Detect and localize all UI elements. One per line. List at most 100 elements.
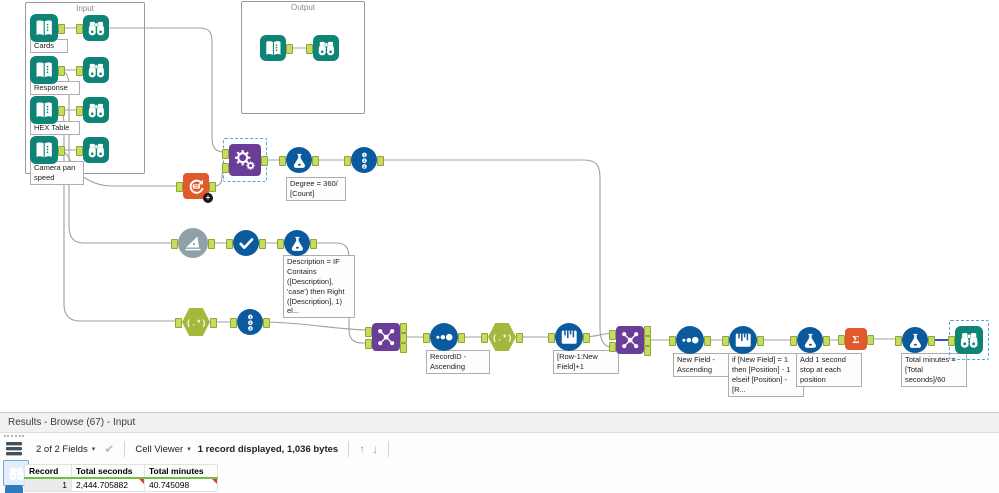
output-anchor[interactable]	[583, 333, 590, 343]
down-arrow-icon[interactable]: ↓	[372, 442, 379, 456]
connection-wire[interactable]	[56, 27, 228, 153]
annotation[interactable]: Add 1 second stop at each position	[796, 353, 862, 387]
output-anchor[interactable]	[209, 182, 216, 192]
multirow-2[interactable]	[722, 326, 764, 354]
annotation[interactable]: Degree = 360/ [Count]	[286, 177, 346, 201]
input-anchor[interactable]	[481, 333, 488, 343]
column-header-total-seconds[interactable]: Total seconds	[71, 464, 145, 479]
input-anchor[interactable]	[948, 336, 955, 346]
sort-2[interactable]	[669, 326, 711, 354]
input-camera-pan[interactable]	[30, 136, 65, 164]
browse-response[interactable]	[76, 57, 109, 83]
config-view-icon[interactable]	[5, 485, 23, 493]
column-header-total-minutes[interactable]: Total minutes	[144, 464, 218, 479]
output-anchor[interactable]	[208, 239, 215, 249]
output-anchor[interactable]	[58, 66, 65, 76]
output-anchor[interactable]	[644, 346, 651, 356]
output-anchor[interactable]	[286, 44, 293, 54]
input-anchor[interactable]	[548, 333, 555, 343]
output-browse[interactable]	[306, 35, 339, 61]
prep-tool[interactable]	[171, 228, 215, 258]
input-anchor[interactable]	[176, 182, 183, 192]
input-anchor[interactable]	[171, 239, 178, 249]
annotation[interactable]: Camera pan speed	[30, 161, 84, 185]
output-anchor[interactable]	[58, 106, 65, 116]
formula-total-minutes[interactable]	[895, 327, 935, 353]
input-anchor[interactable]	[609, 330, 616, 340]
input-anchor[interactable]	[76, 24, 83, 34]
annotation[interactable]: HEX Table	[30, 121, 80, 135]
input-anchor[interactable]	[423, 333, 430, 343]
recordid-1[interactable]	[344, 147, 384, 173]
output-input-tool[interactable]	[260, 35, 293, 61]
browse-cards[interactable]	[76, 15, 109, 41]
input-anchor[interactable]	[790, 336, 797, 346]
input-anchor[interactable]	[222, 163, 229, 173]
annotation[interactable]: New Field - Ascending	[673, 353, 741, 377]
macro-tool[interactable]	[222, 138, 268, 182]
annotation[interactable]: [Row-1:New Field]+1	[553, 350, 619, 374]
output-anchor[interactable]	[458, 333, 465, 343]
input-cards[interactable]	[30, 14, 65, 42]
table-view-icon[interactable]	[3, 440, 25, 458]
regex-2[interactable]	[481, 323, 523, 351]
input-anchor[interactable]	[277, 239, 284, 249]
container-output[interactable]: Output	[241, 1, 365, 114]
join-1[interactable]	[365, 323, 407, 353]
input-anchor[interactable]	[669, 336, 676, 346]
output-anchor[interactable]	[210, 318, 217, 328]
input-anchor[interactable]	[76, 66, 83, 76]
cell-viewer-dropdown[interactable]: Cell Viewer ▾	[135, 444, 190, 455]
total-seconds-cell[interactable]: 2,444.705882	[71, 477, 145, 492]
output-anchor[interactable]	[823, 336, 830, 346]
output-anchor[interactable]	[58, 146, 65, 156]
annotation[interactable]: Total minutes = [Total seconds]/60	[901, 353, 967, 387]
output-anchor[interactable]	[261, 156, 268, 166]
regex-1[interactable]	[175, 308, 217, 336]
annotation[interactable]: RecordID - Ascending	[426, 350, 490, 374]
fields-dropdown[interactable]: 2 of 2 Fields ▾	[36, 444, 95, 455]
table-row[interactable]: 1 2,444.705882 40.745098	[24, 477, 218, 492]
output-anchor[interactable]	[259, 239, 266, 249]
input-anchor[interactable]	[722, 336, 729, 346]
connection-wire[interactable]	[55, 109, 180, 322]
formula-degree[interactable]	[279, 147, 319, 173]
input-anchor[interactable]	[838, 335, 845, 345]
connection-wire[interactable]	[55, 69, 176, 244]
input-anchor[interactable]	[895, 336, 902, 346]
up-arrow-icon[interactable]: ↑	[359, 442, 366, 456]
connection-wire[interactable]	[379, 159, 614, 348]
output-anchor[interactable]	[400, 333, 407, 343]
input-anchor[interactable]	[76, 106, 83, 116]
output-anchor[interactable]	[757, 336, 764, 346]
input-anchor[interactable]	[306, 44, 313, 54]
column-header-record[interactable]: Record	[24, 464, 72, 479]
output-anchor[interactable]	[312, 156, 319, 166]
output-anchor[interactable]	[644, 326, 651, 336]
output-anchor[interactable]	[867, 335, 874, 345]
output-anchor[interactable]	[516, 333, 523, 343]
output-anchor[interactable]	[400, 323, 407, 333]
total-minutes-cell[interactable]: 40.745098	[144, 477, 218, 492]
input-anchor[interactable]	[344, 156, 351, 166]
browse-hex-table[interactable]	[76, 97, 109, 123]
output-anchor[interactable]	[263, 318, 270, 328]
annotation[interactable]: if [New Field] = 1 then [Position] - 1 e…	[728, 353, 804, 397]
drag-handle-icon[interactable]	[4, 435, 24, 437]
output-anchor[interactable]	[928, 336, 935, 346]
record-number-cell[interactable]: 1	[24, 477, 72, 492]
sort-1[interactable]	[423, 323, 465, 351]
formula-add-second[interactable]	[790, 327, 830, 353]
browse-camera-pan[interactable]	[76, 137, 109, 163]
output-anchor[interactable]	[400, 343, 407, 353]
formula-description[interactable]	[277, 230, 317, 256]
output-anchor[interactable]	[377, 156, 384, 166]
input-anchor[interactable]	[222, 149, 229, 159]
select-tool[interactable]	[226, 230, 266, 256]
container-input[interactable]: Input	[25, 2, 145, 174]
output-anchor[interactable]	[310, 239, 317, 249]
apply-check-icon[interactable]: ✔	[104, 442, 115, 456]
input-anchor[interactable]	[609, 342, 616, 352]
input-anchor[interactable]	[230, 318, 237, 328]
text-input-macro[interactable]: +	[176, 173, 216, 203]
